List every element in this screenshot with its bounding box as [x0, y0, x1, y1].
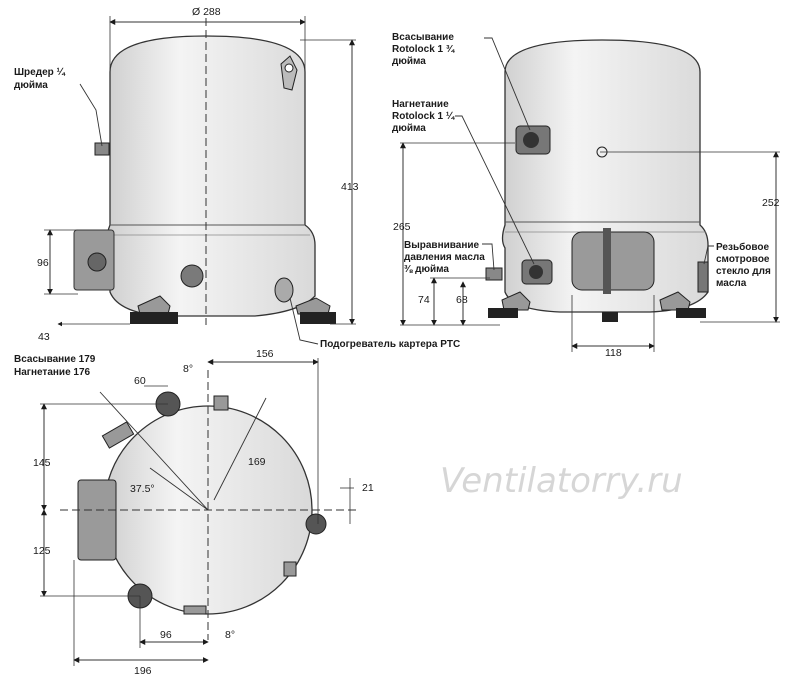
label-suction-2: Rotolock 1 ¾: [392, 44, 455, 55]
front-foot-right: [295, 297, 331, 315]
watermark: Ventilatorry.ru: [440, 461, 683, 501]
front-shell: [106, 35, 316, 317]
plan-ray-169: [213, 397, 267, 501]
label-suction-3: дюйма: [392, 56, 426, 67]
side-suction-fitting: [515, 125, 551, 155]
side-grommet-right: [676, 308, 706, 318]
label-heater: Подогреватель картера PTC: [320, 339, 460, 350]
plan-schrader: [101, 421, 135, 449]
leader-oil-eq: [482, 243, 495, 271]
dim-plan-60: 60: [134, 375, 146, 387]
side-discharge-fitting: [521, 259, 553, 285]
front-crankcase-heater: [274, 277, 294, 303]
leader-shreder: [79, 83, 103, 147]
front-schrader-valve: [94, 142, 110, 156]
dim-plan-196: 196: [134, 665, 152, 677]
label-oil-eq-3: ⅜ дюйма: [404, 264, 449, 275]
front-lifting-lug: [280, 55, 298, 91]
side-terminal-box: [571, 231, 655, 291]
label-plan-suction: Всасывание 179: [14, 354, 96, 365]
dim-252: 252: [762, 197, 780, 209]
plan-oil-fitting: [305, 513, 327, 535]
dim-plan-375: 37.5°: [130, 483, 155, 495]
dim-plan-156: 156: [256, 348, 274, 360]
plan-ray-suction: [99, 391, 209, 511]
plan-lug: [213, 395, 229, 411]
side-terminal-clamp: [603, 228, 611, 294]
dim-68: 68: [456, 294, 468, 306]
leader-heater: [289, 297, 319, 345]
dim-74: 74: [418, 294, 430, 306]
label-discharge-1: Нагнетание: [392, 99, 449, 110]
label-sight-3: стекло для: [716, 266, 771, 277]
side-shell: [501, 39, 709, 313]
front-view: Ø 288 413 96 43 Шредер ¼ дюйма Подогрева…: [14, 6, 460, 350]
side-bottom-stud: [602, 312, 618, 322]
front-grommet-right: [300, 312, 336, 324]
dim-plan-8-bottom: 8°: [225, 629, 235, 641]
label-sight-4: масла: [716, 278, 747, 289]
dim-96-left: 96: [37, 257, 49, 269]
plan-view: 156 60 8° 169 145 125 37.5° 21 96 8° 196…: [14, 348, 374, 677]
dim-288: Ø 288: [192, 6, 221, 18]
leader-suction: [484, 37, 531, 131]
dim-plan-96: 96: [160, 629, 172, 641]
front-grommet-left: [130, 312, 178, 324]
label-oil-eq-1: Выравнивание: [404, 240, 480, 251]
dim-plan-21: 21: [362, 482, 374, 494]
label-plan-discharge: Нагнетание 176: [14, 367, 91, 378]
front-port: [180, 264, 204, 288]
dim-413: 413: [341, 181, 359, 193]
dim-plan-8-top: 8°: [183, 363, 193, 375]
label-oil-eq-2: давления масла: [404, 252, 485, 263]
side-view: 265 74 68 252 118 Всасывание Rotolock 1 …: [392, 32, 780, 359]
dim-plan-145: 145: [33, 457, 51, 469]
label-sight-1: Резьбовое: [716, 241, 770, 253]
dim-plan-125: 125: [33, 545, 51, 557]
plan-heater-mount: [183, 605, 207, 615]
dim-plan-169: 169: [248, 456, 266, 468]
label-shreder-1: Шредер ¼: [14, 67, 66, 78]
front-lug-hole: [284, 63, 294, 73]
label-suction-1: Всасывание: [392, 32, 454, 43]
plan-ray-375: [149, 467, 209, 511]
plan-sight-mount: [283, 561, 297, 577]
side-grommet-left: [488, 308, 518, 318]
side-sight-glass: [697, 261, 709, 293]
label-discharge-2: Rotolock 1 ¼: [392, 111, 455, 122]
dim-265: 265: [393, 221, 411, 233]
leader-sight: [703, 245, 714, 265]
label-sight-2: смотровое: [716, 254, 770, 265]
leader-discharge: [455, 115, 535, 265]
label-discharge-3: дюйма: [392, 123, 426, 134]
front-terminal-plug: [87, 252, 107, 272]
side-foot-right: [659, 291, 691, 311]
plan-terminal-box: [77, 479, 117, 561]
dim-118: 118: [605, 347, 622, 359]
dim-43: 43: [38, 331, 50, 343]
label-shreder-2: дюйма: [14, 80, 48, 91]
